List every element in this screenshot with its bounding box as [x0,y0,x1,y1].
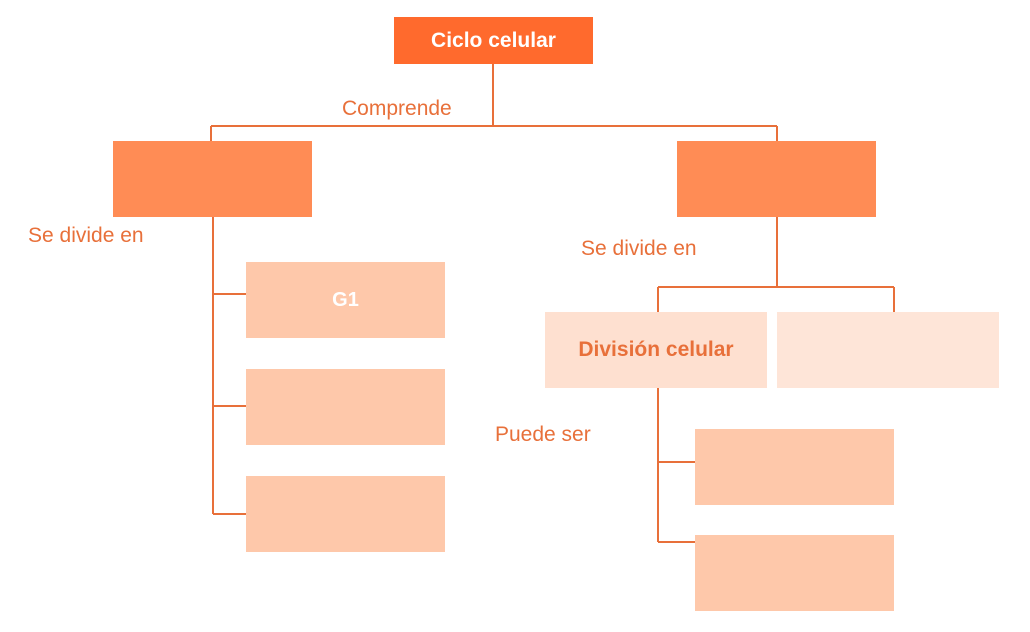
division-type-node [695,535,894,611]
root-node-label: Ciclo celular [431,28,556,52]
connector-label-se-divide-en-left: Se divide en [28,224,144,247]
division-node-label: División celular [578,338,734,361]
level1-node-left [113,141,312,217]
division-node-celular: División celular [545,312,767,388]
division-node-other [777,312,999,388]
phase-node-label: G1 [332,288,359,311]
phase-node: G1 [246,262,445,338]
connector-label-comprende: Comprende [342,97,452,120]
phase-node [246,476,445,552]
connector-label-puede-ser: Puede ser [495,423,591,446]
root-node: Ciclo celular [394,17,593,64]
connector-label-se-divide-en-right: Se divide en [581,237,697,260]
level1-node-right [677,141,876,217]
phase-node [246,369,445,445]
division-type-node [695,429,894,505]
